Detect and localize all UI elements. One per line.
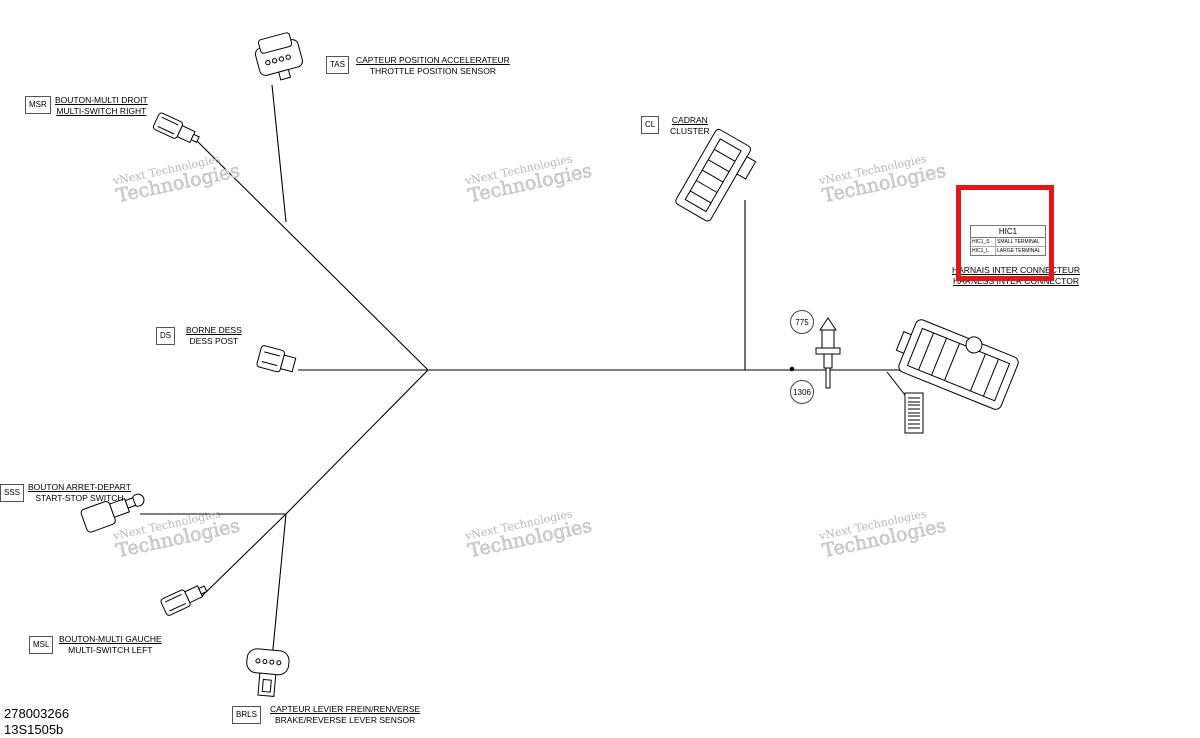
sss-code: SSS — [0, 484, 25, 502]
table-row: HIC1_S SMALL TERMINAL — [971, 238, 1045, 247]
brls-sensor-icon — [246, 648, 290, 697]
msr-label-fr: BOUTON-MULTI DROIT — [55, 95, 148, 105]
ds-label-en: DESS POST — [189, 336, 239, 346]
tas-label-en: THROTTLE POSITION SENSOR — [369, 66, 496, 76]
ds-code: DS — [156, 327, 176, 345]
hic-table-title: HIC1 — [971, 226, 1045, 238]
sss-label-en: START-STOP SWITCH — [35, 493, 124, 503]
hic-row-code: HIC1_L — [971, 247, 996, 255]
cl-label-fr: CADRAN — [671, 115, 708, 125]
sss-switch-icon — [80, 493, 145, 533]
msr-connector-icon — [152, 112, 200, 144]
tas-connector-icon — [254, 32, 303, 81]
msr-label-en: MULTI-SWITCH RIGHT — [56, 106, 147, 116]
callout-1306: 1306 — [790, 380, 814, 404]
hic-row-desc: SMALL TERMINAL — [997, 239, 1040, 245]
cl-code: CL — [641, 116, 660, 134]
hic-label-fr: HARNAIS INTER CONNECTEUR — [952, 265, 1080, 275]
ds-connector-icon — [256, 345, 297, 373]
tas-label: CAPTEUR POSITION ACCELERATEUR THROTTLE P… — [356, 55, 510, 77]
cl-label-en: CLUSTER — [670, 126, 710, 136]
msl-connector-icon — [160, 585, 208, 616]
wire-bundle — [140, 84, 925, 681]
msl-label-fr: BOUTON-MULTI GAUCHE — [59, 634, 162, 644]
harness-clip-icon — [789, 317, 841, 389]
hic-label-en: HARNESS INTER CONNECTOR — [953, 276, 1079, 286]
table-row: HIC1_L LARGE TERMINAL — [971, 247, 1045, 255]
msr-label: BOUTON-MULTI DROIT MULTI-SWITCH RIGHT — [55, 95, 148, 117]
tas-label-fr: CAPTEUR POSITION ACCELERATEUR — [356, 55, 510, 65]
cl-connector-icon — [675, 128, 757, 222]
brls-code: BRLS — [232, 706, 261, 724]
brls-label-fr: CAPTEUR LEVIER FREIN/RENVERSE — [270, 704, 421, 714]
msr-code: MSR — [25, 96, 51, 114]
hic-connector-icon — [895, 319, 1019, 410]
document-number: 278003266 13S1505b — [4, 706, 69, 738]
hic-terminal-table: HIC1 HIC1_S SMALL TERMINAL HIC1_L LARGE … — [970, 225, 1046, 256]
tas-code: TAS — [326, 56, 349, 74]
hic-row-code: HIC1_S — [971, 238, 996, 246]
brls-label: CAPTEUR LEVIER FREIN/RENVERSE BRAKE/REVE… — [270, 704, 420, 726]
highlight-box — [956, 185, 1054, 281]
ds-label: BORNE DESS DESS POST — [186, 325, 242, 347]
callout-775: 775 — [790, 310, 814, 334]
msl-label-en: MULTI-SWITCH LEFT — [68, 645, 153, 655]
sss-label-fr: BOUTON ARRET-DEPART — [28, 482, 131, 492]
msl-label: BOUTON-MULTI GAUCHE MULTI-SWITCH LEFT — [59, 634, 162, 656]
msl-code: MSL — [29, 636, 54, 654]
hic-row-desc: LARGE TERMINAL — [997, 248, 1041, 254]
sss-label: BOUTON ARRET-DEPART START-STOP SWITCH — [28, 482, 131, 504]
barcode-icon — [886, 371, 924, 434]
doc-number: 278003266 — [4, 706, 70, 721]
hic-label: HARNAIS INTER CONNECTEUR HARNESS INTER C… — [952, 265, 1080, 287]
brls-label-en: BRAKE/REVERSE LEVER SENSOR — [274, 715, 416, 725]
cl-label: CADRAN CLUSTER — [670, 115, 710, 137]
ds-label-fr: BORNE DESS — [186, 325, 242, 335]
doc-revision: 13S1505b — [4, 722, 64, 737]
